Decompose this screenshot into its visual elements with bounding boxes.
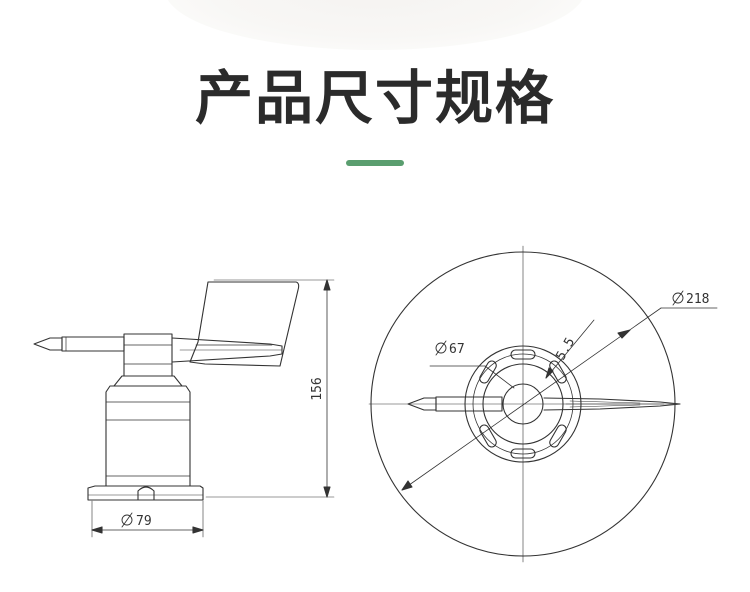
inner-diameter-label: 67 <box>449 342 465 357</box>
outer-diameter-leader <box>401 307 662 491</box>
side-tail-fin <box>189 281 300 367</box>
title-underline <box>346 160 404 166</box>
top-view-drawing <box>368 245 718 563</box>
mounting-slot <box>510 349 536 360</box>
outer-diameter-label: 218 <box>686 292 709 307</box>
mounting-slot <box>510 448 536 459</box>
width-label: 79 <box>136 514 152 529</box>
page-title: 产品尺寸规格 <box>194 64 555 132</box>
side-base-flange <box>87 485 204 501</box>
hub-outer <box>482 363 564 445</box>
side-pointer <box>33 337 63 351</box>
hub-inner <box>502 383 544 425</box>
slot-leader <box>545 319 595 379</box>
slot-label: 5.5 <box>553 335 578 363</box>
side-neck <box>123 333 173 377</box>
side-housing <box>105 385 191 487</box>
side-view-drawing <box>33 279 335 538</box>
height-label: 156 <box>310 377 325 400</box>
